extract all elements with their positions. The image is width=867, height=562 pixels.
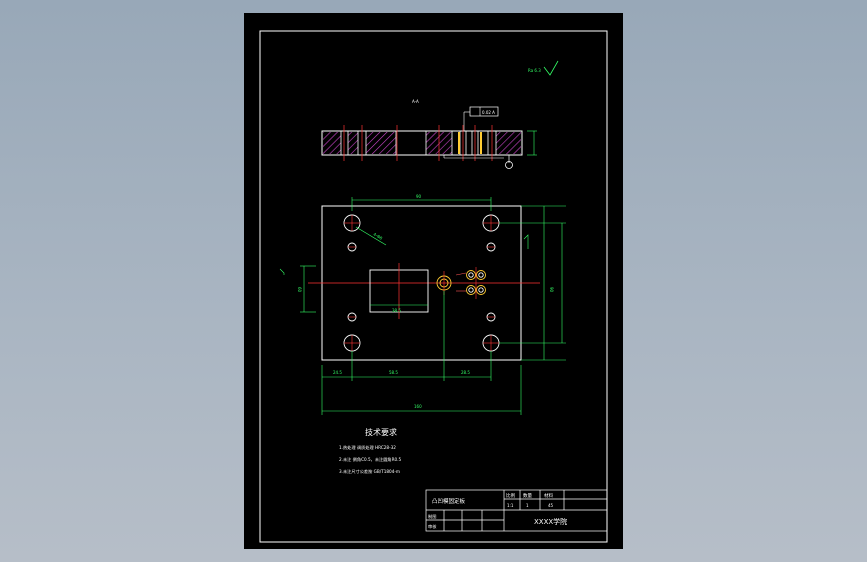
dim-seg-1: 24.5	[333, 370, 342, 375]
roughness-symbol: Ra 6.3	[528, 60, 559, 76]
dim-top-width: 90	[416, 194, 422, 199]
scale-label: 比例	[506, 492, 515, 499]
qty-value: 1	[526, 503, 529, 508]
tech-req-title: 技术要求	[365, 427, 397, 437]
section-view: 0.02 A	[321, 106, 537, 169]
tech-req-line-3: 3.未注尺寸公差按 GB/T1804-m	[339, 468, 400, 475]
sheet-background	[244, 13, 623, 549]
material-label: 材料	[544, 492, 553, 499]
scale-value: 1:1	[507, 503, 514, 508]
school-name: XXXX学院	[534, 517, 567, 526]
drawn-label: 制图	[428, 513, 436, 520]
check-label: 审核	[428, 523, 437, 530]
dim-hole-label: 4-Φ8	[373, 232, 384, 241]
tech-req-line-1: 1.热处理 调质处理 HRC28-32	[339, 444, 396, 451]
dim-seg-2: 58.5	[389, 370, 398, 375]
tolerance-frame-box	[469, 106, 499, 117]
section-mark: A-A	[412, 99, 419, 104]
dim-seg-3: 28.5	[461, 370, 470, 375]
roughness-note: Ra 6.3	[528, 68, 541, 73]
material-value: 45	[548, 503, 554, 508]
dim-overall-width: 160	[414, 404, 422, 409]
tech-requirements: 技术要求 1.热处理 调质处理 HRC28-32 2.未注 倒角C0.5，未注圆…	[339, 427, 402, 475]
drawing-sheet: Ra 6.3 A-A 0.02 A	[244, 13, 623, 549]
drawing-frame	[259, 30, 608, 543]
plan-view: 90 4-Φ8 90 60 38.5	[279, 194, 566, 415]
dim-left-height: 60	[297, 287, 302, 293]
title-block: 凸凹模固定板 比例 数量 材料 1:1 1 45 制图 审核 XXXX学院	[425, 489, 608, 532]
section-outline	[321, 130, 523, 156]
part-name: 凸凹模固定板	[432, 497, 466, 505]
datum-symbol	[505, 161, 513, 169]
qty-label: 数量	[523, 492, 532, 499]
dim-slot-width: 38.5	[392, 308, 401, 313]
tech-req-line-2: 2.未注 倒角C0.5，未注圆角R0.5	[339, 456, 402, 463]
tolerance-frame-text: 0.02 A	[482, 110, 495, 115]
dim-right-height: 90	[549, 287, 554, 293]
